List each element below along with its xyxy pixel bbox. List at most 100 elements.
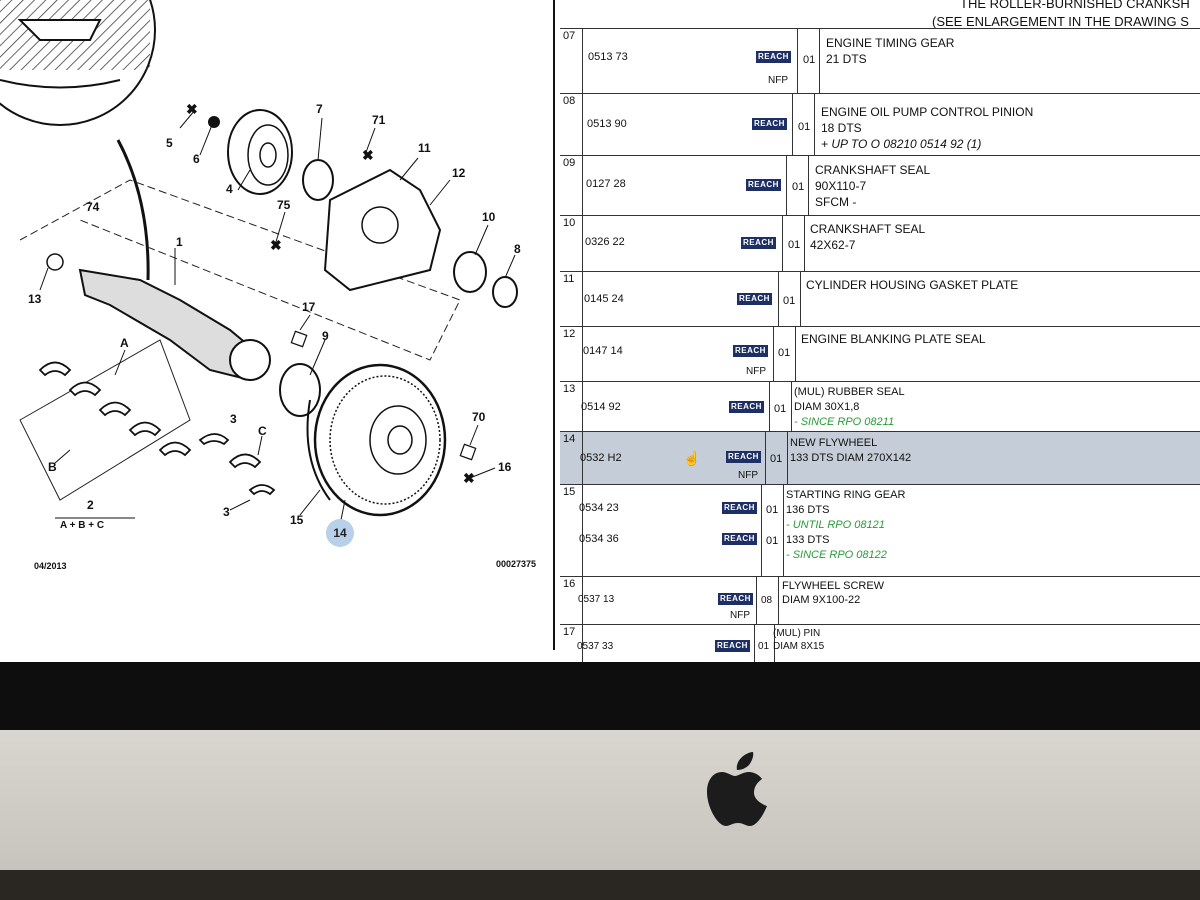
parts-row-16[interactable]: 16 0537 13 REACH 08 NFP FLYWHEEL SCREW D…: [560, 576, 1200, 625]
row-number: 14: [563, 433, 576, 445]
part-number: 0147 14: [583, 345, 623, 357]
quantity: 01: [758, 641, 770, 652]
parts-row-11[interactable]: 11 0145 24 REACH 01 CYLINDER HOUSING GAS…: [560, 271, 1200, 327]
parts-row-12[interactable]: 12 0147 14 REACH 01 NFP ENGINE BLANKING …: [560, 326, 1200, 382]
parts-row-14-selected[interactable]: 14 0532 H2 REACH 01 NFP NEW FLYWHEEL 133…: [560, 431, 1200, 485]
svg-text:✖: ✖: [270, 237, 282, 253]
quantity: 01: [798, 121, 811, 133]
description: CRANKSHAFT SEAL 42X62-7: [810, 222, 926, 252]
parts-row-09[interactable]: 09 0127 28 REACH 01 CRANKSHAFT SEAL 90X1…: [560, 155, 1200, 216]
reach-badge: REACH: [722, 533, 757, 545]
quantity: 01: [783, 295, 796, 307]
svg-text:✖: ✖: [463, 470, 475, 486]
quantity: 01: [778, 347, 791, 359]
callout-15[interactable]: 15: [290, 513, 304, 527]
description: ENGINE OIL PUMP CONTROL PINION 18 DTS + …: [821, 105, 1034, 151]
description: NEW FLYWHEEL 133 DTS DIAM 270X142: [790, 437, 912, 464]
part-number: 0537 13: [578, 594, 615, 605]
nfp-flag: NFP: [730, 610, 750, 621]
callout-9[interactable]: 9: [322, 329, 329, 343]
callout-17[interactable]: 17: [302, 300, 316, 314]
callout-1[interactable]: 1: [176, 235, 183, 249]
callout-a[interactable]: A: [120, 336, 129, 350]
callout-formula: A + B + C: [60, 520, 105, 531]
row-number: 15: [563, 486, 576, 498]
parts-row-07[interactable]: 07 0513 73 REACH 01 NFP ENGINE TIMING GE…: [560, 28, 1200, 94]
svg-text:✖: ✖: [362, 147, 374, 163]
parts-row-15[interactable]: 15 0534 23 REACH 01 0534 36 REACH 01 STA…: [560, 484, 1200, 577]
row-number: 17: [563, 626, 576, 638]
monitor-bezel: [0, 662, 1200, 730]
callout-3-bottom[interactable]: 3: [223, 505, 230, 519]
callout-14-selected[interactable]: 14: [326, 519, 354, 547]
quantity: 01: [770, 453, 783, 465]
header-line-2: (SEE ENLARGEMENT IN THE DRAWING S: [932, 14, 1189, 29]
reach-badge: REACH: [729, 401, 764, 413]
description: FLYWHEEL SCREW DIAM 9X100-22: [782, 580, 885, 606]
pane-divider: [553, 0, 555, 650]
part-number: 0532 H2: [580, 452, 622, 464]
reach-badge: REACH: [733, 345, 768, 357]
part-number: 0537 33: [577, 641, 614, 652]
row-number: 13: [563, 383, 576, 395]
desk-surface: [0, 870, 1200, 900]
description: (MUL) PIN DIAM 8X15: [773, 628, 825, 652]
callout-16[interactable]: 16: [498, 460, 512, 474]
crankshaft-drawing: ✖ ✖ ✖ ✖: [0, 0, 518, 526]
callout-10[interactable]: 10: [482, 210, 496, 224]
parts-row-17[interactable]: 17 0537 33 REACH 01 (MUL) PIN DIAM 8X15: [560, 624, 1200, 662]
exploded-diagram: ✖ ✖ ✖ ✖ 5 6 7 71 11 12 4 75 10 8 74 1 13…: [0, 0, 555, 662]
apple-logo-icon: [707, 752, 767, 826]
quantity: 01: [792, 181, 805, 193]
monitor-chin: [0, 730, 1200, 870]
quantity: 01: [788, 239, 801, 251]
callout-4[interactable]: 4: [226, 182, 233, 196]
part-number: 0514 92: [581, 401, 621, 413]
parts-row-08[interactable]: 08 0513 90 REACH 01 ENGINE OIL PUMP CONT…: [560, 93, 1200, 156]
reach-badge: REACH: [746, 179, 781, 191]
row-number: 08: [563, 95, 576, 107]
reach-badge: REACH: [752, 118, 787, 130]
callout-13[interactable]: 13: [28, 292, 42, 306]
reach-badge: REACH: [715, 640, 750, 652]
callout-12[interactable]: 12: [452, 166, 466, 180]
screen: ✖ ✖ ✖ ✖ 5 6 7 71 11 12 4 75 10 8 74 1 13…: [0, 0, 1200, 662]
doc-code: 00027375: [496, 559, 537, 569]
callout-2[interactable]: 2: [87, 498, 94, 512]
callout-7[interactable]: 7: [316, 102, 323, 116]
description: (MUL) RUBBER SEAL DIAM 30X1,8 - SINCE RP…: [794, 386, 905, 428]
quantity: 01: [803, 54, 816, 66]
row-number: 11: [563, 273, 575, 285]
callout-b[interactable]: B: [48, 460, 57, 474]
callout-74[interactable]: 74: [86, 200, 100, 214]
since-note: - SINCE RPO 08211: [794, 416, 895, 428]
description: ENGINE TIMING GEAR 21 DTS: [826, 36, 955, 66]
callout-5[interactable]: 5: [166, 136, 173, 150]
row-number: 10: [563, 217, 576, 229]
description: CYLINDER HOUSING GASKET PLATE: [806, 278, 1019, 292]
description: ENGINE BLANKING PLATE SEAL: [801, 332, 986, 346]
callout-8[interactable]: 8: [514, 242, 521, 256]
since-note: - SINCE RPO 08122: [786, 549, 887, 561]
callout-c[interactable]: C: [258, 424, 267, 438]
reach-badge: REACH: [737, 293, 772, 305]
callout-70[interactable]: 70: [472, 410, 486, 424]
hand-cursor-icon: ☝: [683, 450, 701, 466]
callout-71[interactable]: 71: [372, 113, 386, 127]
part-number: 0127 28: [586, 178, 626, 190]
part-number: 0145 24: [584, 293, 624, 305]
part-number-alt: 0534 36: [579, 533, 619, 545]
reach-badge: REACH: [741, 237, 776, 249]
callout-3-top[interactable]: 3: [230, 412, 237, 426]
reach-badge: REACH: [756, 51, 791, 63]
callout-6[interactable]: 6: [193, 152, 200, 166]
row-number: 16: [563, 578, 576, 590]
nfp-flag: NFP: [746, 366, 766, 377]
callout-11[interactable]: 11: [418, 141, 431, 155]
reach-badge: REACH: [726, 451, 761, 463]
callout-75[interactable]: 75: [277, 198, 291, 212]
row-number: 12: [563, 328, 576, 340]
parts-row-13[interactable]: 13 0514 92 REACH 01 (MUL) RUBBER SEAL DI…: [560, 381, 1200, 432]
parts-row-10[interactable]: 10 0326 22 REACH 01 CRANKSHAFT SEAL 42X6…: [560, 215, 1200, 272]
row-number: 09: [563, 157, 576, 169]
